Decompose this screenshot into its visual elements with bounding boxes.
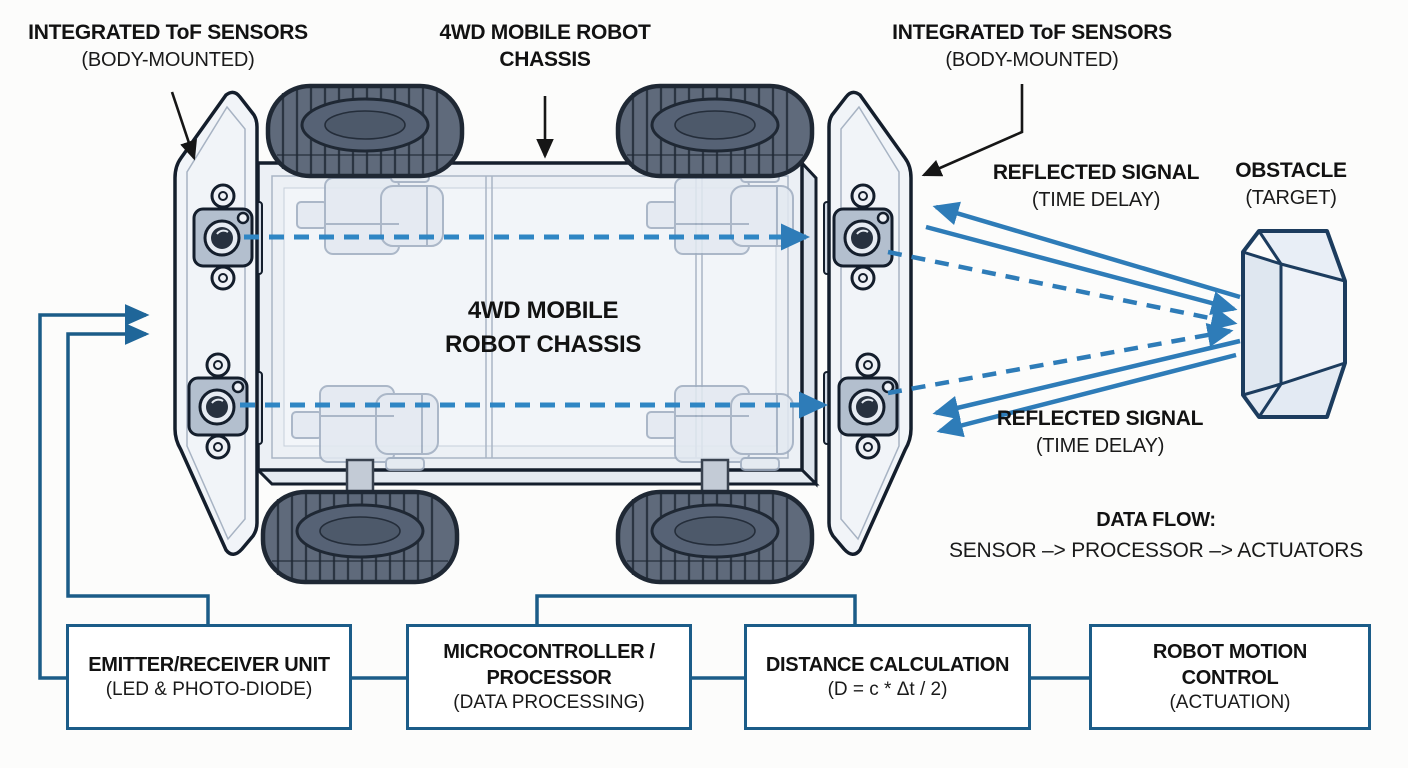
- flow-connectors: [38, 304, 1089, 680]
- box-microcontroller-subtitle: (DATA PROCESSING): [453, 691, 645, 713]
- label-right-sensors-title: INTEGRATED ToF SENSORS: [892, 21, 1172, 44]
- label-reflected-top-title: REFLECTED SIGNAL: [992, 161, 1200, 184]
- label-reflected-bottom-title: REFLECTED SIGNAL: [996, 407, 1204, 430]
- right-sensor-panel: [827, 90, 913, 557]
- label-obstacle-title: OBSTACLE: [1235, 159, 1347, 182]
- left-sensor-panel: [173, 90, 259, 557]
- label-chassis-pointer-line2: CHASSIS: [499, 47, 591, 71]
- label-reflected-bottom-subtitle: (TIME DELAY): [1035, 434, 1165, 457]
- emitted-arrow-top: [925, 224, 1238, 315]
- box-microcontroller: MICROCONTROLLER / PROCESSOR (DATA PROCES…: [406, 624, 692, 730]
- label-obstacle: OBSTACLE (TARGET): [1235, 158, 1347, 211]
- box-robot-motion-control-title: ROBOT MOTION: [1152, 640, 1308, 663]
- label-right-sensors: INTEGRATED ToF SENSORS (BODY-MOUNTED): [892, 20, 1172, 73]
- reflected-arrow-bottom-1: [932, 338, 1241, 420]
- label-data-flow-subtitle: SENSOR –> PROCESSOR –> ACTUATORS: [948, 538, 1364, 562]
- chassis: [247, 159, 839, 488]
- box-robot-motion-control: ROBOT MOTION CONTROL (ACTUATION): [1089, 624, 1371, 730]
- obstacle-block: [1241, 229, 1347, 419]
- connector-emitter-to-sensor-inner: [66, 323, 210, 624]
- label-left-sensors: INTEGRATED ToF SENSORS (BODY-MOUNTED): [28, 20, 308, 73]
- wheel-rear-right: [618, 492, 812, 582]
- box-robot-motion-control-title-2: CONTROL: [1181, 666, 1279, 689]
- label-obstacle-subtitle: (TARGET): [1245, 186, 1337, 209]
- box-microcontroller-title: MICROCONTROLLER /: [443, 640, 655, 663]
- wheel-rear-left: [263, 492, 457, 582]
- connector-emitter-to-sensor-outer: [38, 304, 150, 680]
- label-chassis-inner-line2: ROBOT CHASSIS: [444, 331, 642, 359]
- label-reflected-top: REFLECTED SIGNAL (TIME DELAY): [992, 160, 1200, 213]
- emitted-dashed-top: [887, 249, 1238, 331]
- box-emitter-receiver-subtitle: (LED & PHOTO-DIODE): [105, 678, 313, 700]
- wheel-front-left: [268, 86, 462, 176]
- box-distance-calculation-title: DISTANCE CALCULATION: [765, 653, 1010, 676]
- label-reflected-top-subtitle: (TIME DELAY): [1031, 188, 1161, 211]
- label-left-sensors-subtitle: (BODY-MOUNTED): [81, 48, 255, 71]
- box-distance-calculation: DISTANCE CALCULATION (D = c * Δt / 2): [744, 624, 1031, 730]
- label-reflected-bottom: REFLECTED SIGNAL (TIME DELAY): [996, 406, 1204, 459]
- label-data-flow-title: DATA FLOW:: [1096, 509, 1216, 531]
- label-left-sensors-title: INTEGRATED ToF SENSORS: [28, 21, 308, 44]
- box-distance-calculation-subtitle: (D = c * Δt / 2): [827, 678, 948, 700]
- leader-left-sensor: [170, 91, 197, 161]
- connector-bridge-box2-box3: [535, 594, 857, 624]
- label-chassis-inner-line1: 4WD MOBILE: [467, 297, 619, 324]
- signal-arrows: [887, 201, 1241, 438]
- emitted-dashed-bottom: [887, 323, 1234, 396]
- reflected-arrow-bottom-2: [936, 352, 1237, 438]
- internal-beam-lines: [240, 223, 828, 419]
- wheel-front-right: [618, 86, 812, 176]
- label-chassis-pointer-line1: 4WD MOBILE ROBOT: [439, 21, 651, 44]
- leader-arrows: [170, 84, 1024, 177]
- label-chassis-inner: 4WD MOBILE ROBOT CHASSIS: [445, 294, 641, 362]
- box-microcontroller-title-2: PROCESSOR: [486, 666, 612, 689]
- label-chassis-pointer: 4WD MOBILE ROBOT CHASSIS: [439, 20, 650, 74]
- label-data-flow: DATA FLOW: SENSOR –> PROCESSOR –> ACTUAT…: [949, 508, 1363, 564]
- box-robot-motion-control-subtitle: (ACTUATION): [1169, 691, 1291, 713]
- reflected-arrow-top-1: [932, 201, 1241, 300]
- box-emitter-receiver: EMITTER/RECEIVER UNIT (LED & PHOTO-DIODE…: [66, 624, 352, 730]
- leader-right-sensor: [921, 84, 1024, 177]
- label-right-sensors-subtitle: (BODY-MOUNTED): [945, 48, 1119, 71]
- box-emitter-receiver-title: EMITTER/RECEIVER UNIT: [88, 653, 330, 676]
